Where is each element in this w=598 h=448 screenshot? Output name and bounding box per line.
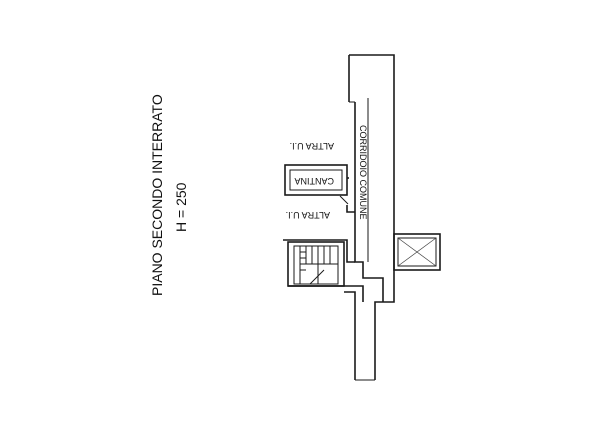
label-common-corridor: CORRIDOIO COMUNE bbox=[358, 125, 368, 220]
label-other-unit-bottom: ALTRA U.I. bbox=[286, 210, 330, 220]
plan-title: PIANO SECONDO INTERRATO bbox=[149, 94, 165, 296]
staircase bbox=[287, 241, 345, 287]
lower-passage bbox=[288, 285, 375, 381]
lift-shaft bbox=[393, 233, 441, 271]
label-other-unit-top: ALTRA U.I. bbox=[290, 141, 334, 151]
cellar-room bbox=[284, 164, 349, 205]
label-cellar: CANTINA bbox=[294, 176, 334, 186]
plan-height-label: H = 250 bbox=[173, 182, 189, 232]
lower-walls bbox=[283, 205, 355, 263]
corridor-walls bbox=[348, 54, 395, 380]
